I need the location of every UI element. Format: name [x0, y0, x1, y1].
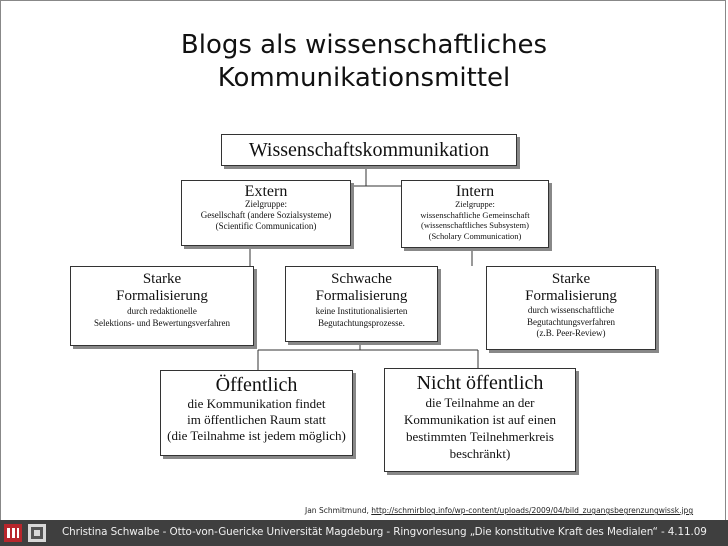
credit-author: Jan Schmitmund, — [305, 506, 369, 515]
extern-box-line3: (Scientific Communication) — [215, 221, 317, 231]
footer-text: Christina Schwalbe - Otto-von-Guericke U… — [62, 526, 707, 538]
starke-left-title1: Starke — [142, 271, 182, 287]
nicht-oeffentlich-box: Nicht öffentlich die Teilnahme an der Ko… — [384, 368, 576, 472]
intern-box-line3: (wissenschaftliches Subsystem) — [421, 220, 529, 230]
university-logo-icon — [4, 524, 22, 542]
starke-formalisierung-left-box: Starke Formalisierung durch redaktionell… — [70, 266, 254, 346]
starke-right-line2: Begutachtungsverfahren — [527, 316, 615, 327]
oeffentlich-line3: (die Teilnahme ist jedem möglich) — [167, 428, 346, 443]
oeffentlich-line1: die Kommunikation findet — [187, 396, 326, 411]
oeffentlich-title: Öffentlich — [215, 374, 298, 396]
footer-bar: Christina Schwalbe - Otto-von-Guericke U… — [0, 520, 728, 546]
starke-right-title2: Formalisierung — [525, 288, 617, 304]
extern-box-title: Extern — [244, 183, 288, 200]
schwache-line2: Begutachtungsprozesse. — [318, 318, 405, 328]
credit-url-link[interactable]: http://schmirblog.info/wp-content/upload… — [371, 506, 694, 515]
intern-box-line1: Zielgruppe: — [455, 199, 495, 209]
nicht-oeffentlich-line2: Kommunikation ist auf einen — [403, 412, 556, 427]
starke-left-title2: Formalisierung — [116, 288, 208, 304]
nicht-oeffentlich-title: Nicht öffentlich — [416, 372, 544, 394]
starke-formalisierung-right-box: Starke Formalisierung durch wissenschaft… — [486, 266, 656, 350]
extern-box-line1: Zielgruppe: — [245, 199, 287, 209]
nicht-oeffentlich-line4: beschränkt) — [449, 446, 511, 461]
nicht-oeffentlich-line1: die Teilnahme an der — [425, 395, 535, 410]
intern-box-line2: wissenschaftliche Gemeinschaft — [420, 209, 530, 220]
root-box-title: Wissenschaftskommunikation — [248, 139, 490, 161]
starke-right-title1: Starke — [551, 271, 591, 287]
schwache-formalisierung-box: Schwache Formalisierung keine Institutio… — [285, 266, 438, 342]
extern-box-line2: Gesellschaft (andere Sozialsysteme) — [200, 210, 332, 220]
intern-box-line4: (Scholary Communication) — [428, 230, 522, 241]
slide-title-line2: Kommunikationsmittel — [217, 63, 511, 93]
intern-box-title: Intern — [455, 183, 495, 200]
intern-box: Intern Zielgruppe: wissenschaftliche Gem… — [401, 180, 549, 248]
schwache-line1: keine Institutionalisierten — [315, 306, 408, 316]
schwache-title2: Formalisierung — [315, 288, 408, 304]
seal-logo-icon — [28, 524, 46, 542]
oeffentlich-line2: im öffentlichen Raum statt — [187, 412, 326, 427]
slide-title-line1: Blogs als wissenschaftliches — [180, 30, 548, 60]
root-box-wissenschaftskommunikation: Wissenschaftskommunikation — [221, 134, 517, 166]
oeffentlich-box: Öffentlich die Kommunikation findet im ö… — [160, 370, 353, 456]
extern-box: Extern Zielgruppe: Gesellschaft (andere … — [181, 180, 351, 246]
starke-right-line3: (z.B. Peer-Review) — [536, 328, 606, 338]
image-credit: Jan Schmitmund, http://schmirblog.info/w… — [305, 506, 725, 515]
starke-left-line2: Selektions- und Bewertungsverfahren — [94, 318, 230, 328]
starke-right-line1: durch wissenschaftliche — [527, 305, 615, 315]
nicht-oeffentlich-line3: bestimmten Teilnehmerkreis — [406, 429, 554, 444]
schwache-title1: Schwache — [331, 271, 392, 287]
starke-left-line1: durch redaktionelle — [127, 306, 197, 316]
